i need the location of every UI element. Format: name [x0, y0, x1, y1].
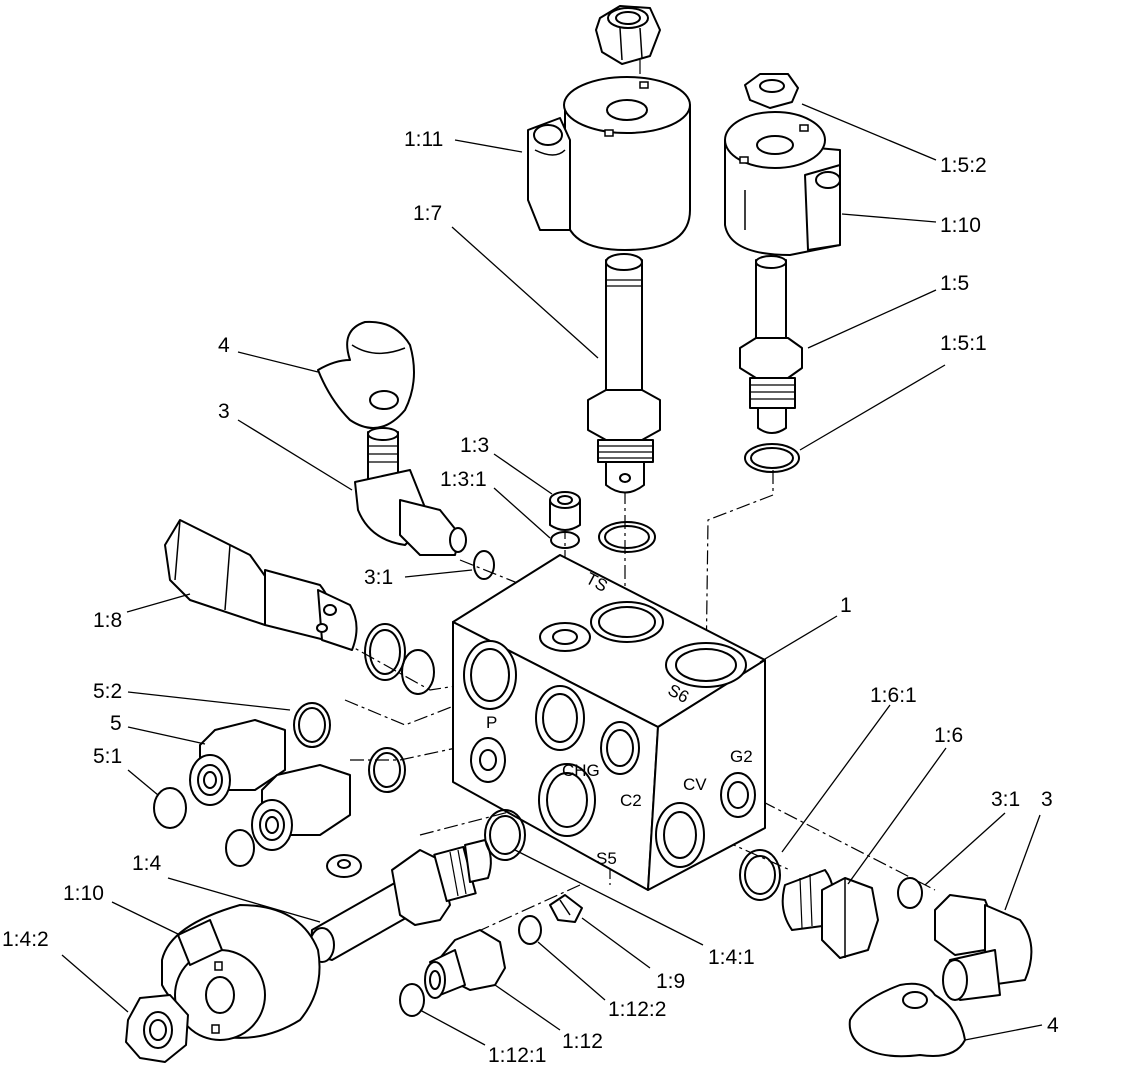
callout-1-4-2: 1:4:2 — [2, 928, 49, 951]
solenoid-coil-1-10-bottom — [161, 904, 321, 1041]
callout-1-12-1: 1:12:1 — [488, 1044, 546, 1067]
callout-1-4-1: 1:4:1 — [708, 946, 755, 969]
solenoid-coil-1-11 — [527, 76, 691, 251]
o-ring-1-4-1 — [484, 809, 526, 861]
port-label-p: P — [486, 713, 497, 732]
callout-1-8: 1:8 — [93, 609, 122, 632]
callout-1: 1 — [840, 594, 852, 617]
callout-5-1: 5:1 — [93, 745, 122, 768]
cartridge-valve-1-5 — [739, 255, 803, 434]
port-label-c2: C2 — [620, 791, 642, 810]
callout-3-1-left: 3:1 — [364, 566, 393, 589]
solenoid-coil-1-10-top — [724, 111, 841, 256]
callout-1-9: 1:9 — [656, 970, 685, 993]
o-ring-1-3-1 — [550, 531, 580, 549]
elbow-fitting-3-right — [934, 894, 1033, 1001]
plug-1-3 — [549, 491, 581, 531]
port-label-s5: S5 — [596, 849, 617, 868]
hex-nut-1-4-2 — [125, 994, 189, 1063]
callout-3-1-right: 3:1 — [991, 788, 1020, 811]
straight-fitting-5-a — [189, 719, 286, 806]
callout-4-top: 4 — [218, 334, 230, 357]
callout-1-6-1: 1:6:1 — [870, 684, 917, 707]
o-ring-1-8-a — [364, 623, 406, 681]
hex-nut-top — [595, 5, 661, 65]
callout-labels: 1:11 1:7 1:5:2 1:10 1:5 1:5:1 4 3 1:3 1:… — [2, 128, 1059, 1067]
cap-4-bottom — [848, 982, 966, 1058]
callout-1-4: 1:4 — [132, 852, 162, 875]
callout-5-2: 5:2 — [93, 680, 122, 703]
o-ring-5-2 — [293, 702, 331, 748]
o-ring-1-8-b — [401, 649, 435, 695]
callout-1-5-2: 1:5:2 — [940, 154, 987, 177]
cartridge-valve-1-4 — [309, 839, 492, 963]
callout-4-bottom: 4 — [1047, 1014, 1059, 1037]
o-ring-5-b — [368, 747, 406, 793]
port-label-g2: G2 — [730, 747, 753, 766]
port-label-cv: CV — [683, 775, 707, 794]
callout-1-5: 1:5 — [940, 272, 969, 295]
callout-1-11: 1:11 — [404, 128, 443, 151]
elbow-fitting-3-top — [354, 427, 467, 556]
callout-1-3-1: 1:3:1 — [440, 468, 487, 491]
hex-nut-1-5-2 — [744, 73, 799, 109]
o-ring-1-5-1 — [744, 443, 800, 473]
leader-lines — [61, 103, 1043, 1046]
port-label-chg: CHG — [562, 761, 600, 780]
o-ring-1-7 — [598, 521, 656, 553]
straight-fitting-5-b — [251, 764, 351, 851]
callout-1-7: 1:7 — [413, 202, 442, 225]
o-ring-1-12-2 — [518, 915, 542, 945]
o-ring-5-1-a — [153, 787, 187, 829]
callout-1-3: 1:3 — [460, 434, 489, 457]
fitting-1-12 — [424, 929, 506, 999]
callout-1-10-top: 1:10 — [940, 214, 981, 237]
relief-valve-1-8 — [164, 519, 358, 651]
o-ring-1-12-1 — [399, 983, 425, 1017]
callout-1-10-bottom: 1:10 — [63, 882, 104, 905]
callout-3-top: 3 — [218, 400, 230, 423]
plug-1-6 — [781, 869, 879, 959]
callout-3-right: 3 — [1041, 788, 1053, 811]
plug-1-9 — [549, 894, 583, 923]
cartridge-valve-1-7 — [587, 253, 661, 494]
o-ring-5-1-b — [225, 829, 255, 867]
o-ring-3-1-right — [897, 877, 923, 909]
callout-1-12: 1:12 — [562, 1030, 603, 1053]
callout-1-6: 1:6 — [934, 724, 963, 747]
callout-1-12-2: 1:12:2 — [608, 998, 666, 1021]
callout-1-5-1: 1:5:1 — [940, 332, 987, 355]
manifold-block — [452, 554, 766, 891]
o-ring-3-1-left — [473, 550, 495, 580]
cap-4-top — [317, 320, 415, 429]
callout-5: 5 — [110, 712, 122, 735]
o-ring-1-6-1 — [739, 849, 781, 901]
